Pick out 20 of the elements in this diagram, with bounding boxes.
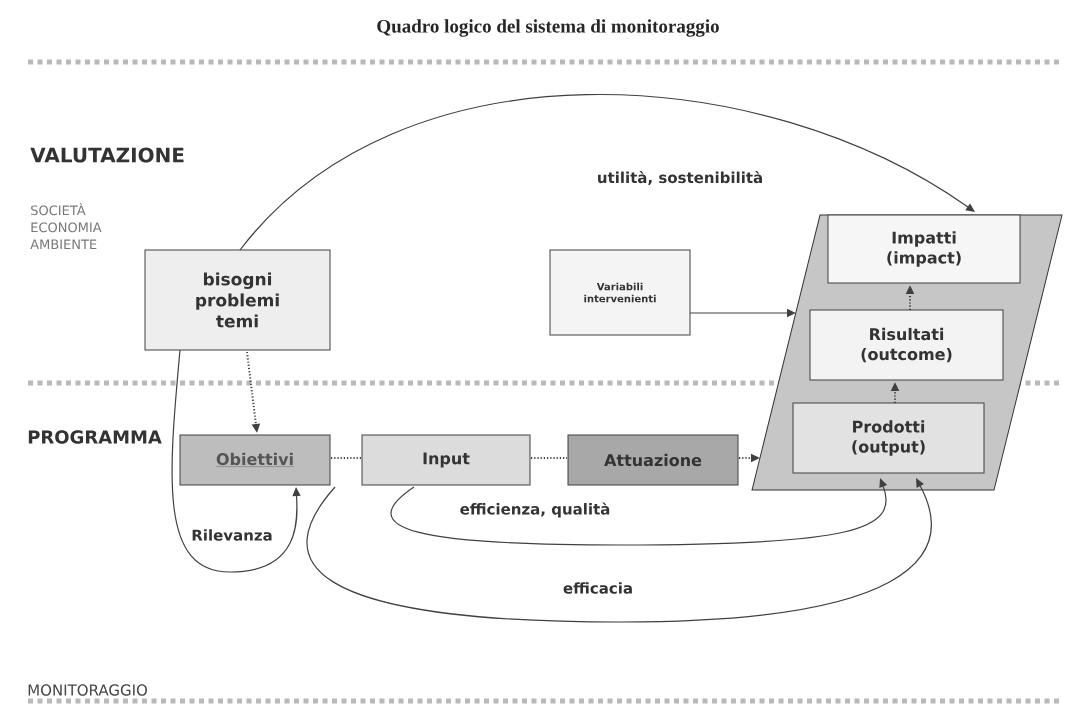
arrow [239, 94, 975, 251]
section-label: MONITORAGGIO [28, 684, 147, 696]
process-box: Obiettivi [179, 434, 331, 486]
edge-label: efficienza, qualità [457, 500, 613, 520]
edge-label: utilità, sostenibilità [594, 168, 766, 188]
edge-label: efficacia [560, 580, 636, 596]
title: Quadro logico del sistema di monitoraggio [377, 19, 719, 37]
edge-label: Rilevanza [189, 527, 275, 543]
section-label: VALUTAZIONE [30, 147, 184, 163]
section-label: SOCIETÀ ECONOMIA AMBIENTE [30, 202, 102, 250]
process-box: Variabili intervenienti [549, 249, 691, 336]
section-label: PROGRAMMA [28, 430, 162, 444]
process-box: bisogni problemi temi [144, 249, 331, 351]
process-box: Risultati (outcome) [809, 309, 1004, 381]
process-box: Impatti (impact) [827, 214, 1021, 284]
process-box: Attuazione [567, 434, 739, 486]
process-box: Prodotti (output) [792, 402, 985, 474]
process-box: Input [361, 434, 531, 486]
arrow [306, 478, 932, 623]
arrow [171, 349, 301, 573]
